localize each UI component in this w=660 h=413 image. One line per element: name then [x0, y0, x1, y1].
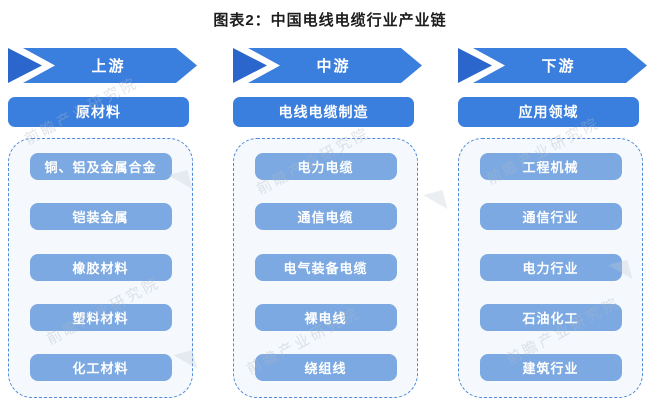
item-box: 石油化工 — [479, 303, 622, 331]
category-box-upstream: 原材料 — [8, 97, 189, 127]
item-box: 橡胶材料 — [29, 253, 172, 281]
column-downstream: 下游 应用领域 工程机械 通信行业 电力行业 石油化工 建筑行业 — [458, 48, 647, 398]
stage-arrow-upstream: 上游 — [8, 48, 197, 83]
column-midstream: 中游 电线电缆制造 电力电缆 通信电缆 电气装备电缆 裸电线 绕组线 — [233, 48, 422, 398]
stage-arrow-midstream: 中游 — [233, 48, 422, 83]
chevron-arrow-icon — [233, 48, 422, 83]
items-panel-upstream: 铜、铝及金属合金 铠装金属 橡胶材料 塑料材料 化工材料 — [8, 138, 193, 398]
stage-label: 中游 — [316, 58, 351, 75]
item-box: 电力行业 — [479, 253, 622, 281]
item-box: 电气装备电缆 — [254, 253, 397, 281]
category-box-downstream: 应用领域 — [458, 97, 639, 127]
item-box: 建筑行业 — [479, 354, 622, 381]
stage-label: 上游 — [91, 58, 126, 75]
stage-label: 下游 — [541, 58, 576, 75]
column-upstream: 上游 原材料 铜、铝及金属合金 铠装金属 橡胶材料 塑料材料 化工材料 — [8, 48, 197, 398]
chevron-arrow-icon — [458, 48, 647, 83]
item-box: 化工材料 — [29, 354, 172, 381]
category-box-midstream: 电线电缆制造 — [233, 97, 414, 127]
item-box: 电力电缆 — [254, 153, 397, 180]
chevron-arrow-icon — [8, 48, 197, 83]
item-box: 工程机械 — [479, 153, 622, 180]
items-panel-midstream: 电力电缆 通信电缆 电气装备电缆 裸电线 绕组线 — [233, 138, 418, 398]
stage-arrow-downstream: 下游 — [458, 48, 647, 83]
items-panel-downstream: 工程机械 通信行业 电力行业 石油化工 建筑行业 — [458, 138, 643, 398]
item-box: 塑料材料 — [29, 303, 172, 331]
item-box: 铜、铝及金属合金 — [29, 153, 172, 180]
chart-title: 图表2：中国电线电缆行业产业链 — [213, 12, 447, 29]
item-box: 通信电缆 — [254, 203, 397, 231]
item-box: 裸电线 — [254, 303, 397, 331]
item-box: 绕组线 — [254, 354, 397, 381]
item-box: 铠装金属 — [29, 203, 172, 231]
item-box: 通信行业 — [479, 203, 622, 231]
watermark-logo-icon: ◥ — [421, 182, 449, 218]
